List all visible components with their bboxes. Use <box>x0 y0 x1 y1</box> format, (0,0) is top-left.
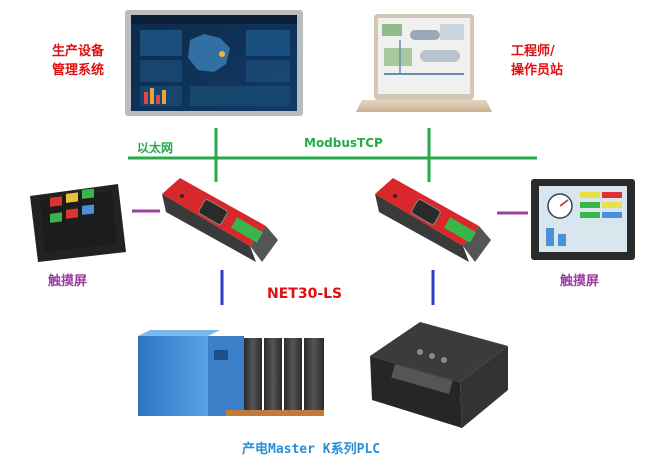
modbus-label: ModbusTCP <box>304 136 383 150</box>
ethernet-label: 以太网 <box>137 141 174 155</box>
hmi-right-label: 触摸屏 <box>560 274 600 289</box>
hmi-left-label: 触摸屏 <box>48 274 88 289</box>
mes-label-line1: 生产设备 <box>52 44 105 59</box>
din-rail-gateway-icon <box>162 178 278 262</box>
plc-label: 产电Master K系列PLC <box>242 442 381 457</box>
din-rail-gateway-icon <box>375 178 491 262</box>
engineer-label-line1: 工程师/ <box>511 44 555 59</box>
laptop-icon <box>356 14 492 112</box>
dashboard-monitor-icon <box>125 10 303 116</box>
mes-label: 生产设备 管理系统 <box>52 42 104 80</box>
modular-plc-icon <box>138 330 324 416</box>
compact-plc-icon <box>370 322 508 428</box>
engineer-label-line2: 操作员站 <box>511 63 564 78</box>
touch-panel-icon <box>30 184 126 262</box>
gateway-label: NET30-LS <box>267 286 343 302</box>
engineer-label: 工程师/ 操作员站 <box>511 42 563 80</box>
touch-panel-icon <box>531 179 635 260</box>
mes-label-line2: 管理系统 <box>52 63 105 78</box>
